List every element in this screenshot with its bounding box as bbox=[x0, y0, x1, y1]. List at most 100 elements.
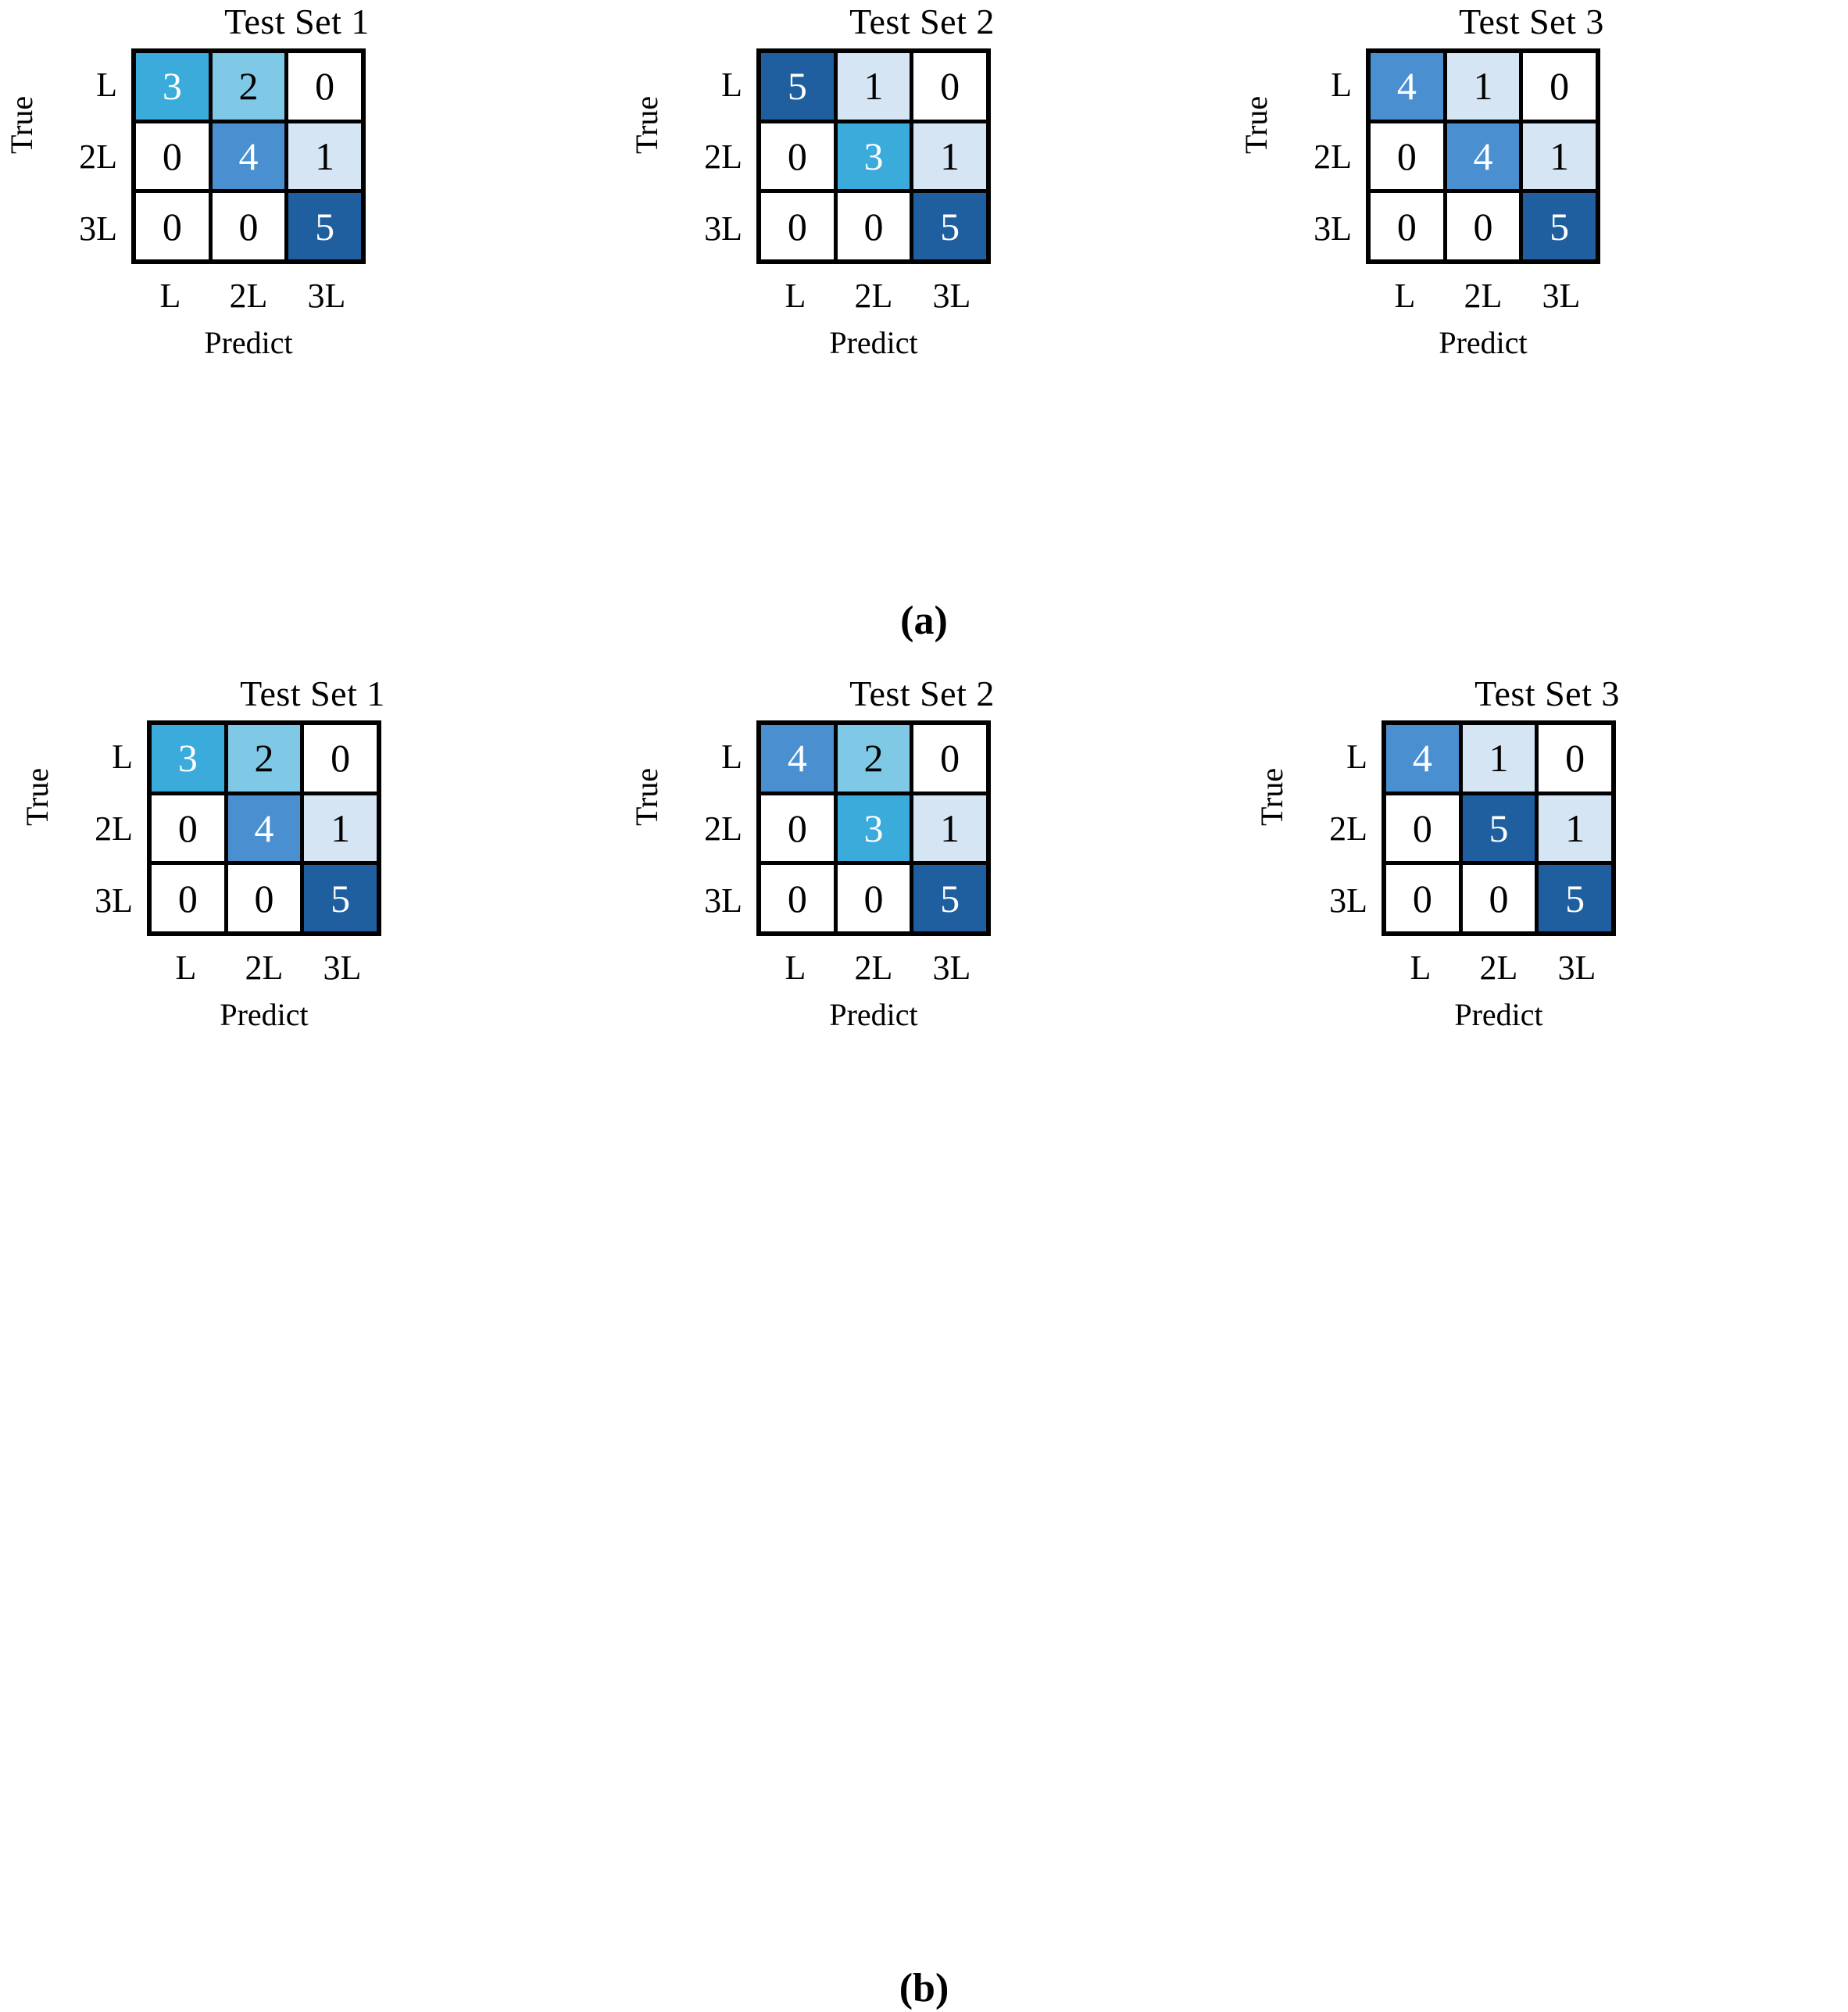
matrix-cell: 2 bbox=[837, 725, 910, 792]
matrix-cell: 5 bbox=[304, 865, 377, 931]
matrix-cell: 0 bbox=[761, 865, 834, 931]
matrix-cell: 5 bbox=[1523, 193, 1596, 259]
x-tick-label: L bbox=[1410, 949, 1432, 987]
matrix-cell: 0 bbox=[1539, 725, 1611, 792]
y-tick-label: L bbox=[96, 65, 117, 104]
matrix-cell: 0 bbox=[1523, 53, 1596, 120]
x-tick-labels: L 2L 3L bbox=[131, 272, 366, 320]
panel-label-b: (b) bbox=[899, 1966, 949, 2010]
x-tick-label: 2L bbox=[1464, 277, 1503, 315]
y-axis-label: True bbox=[20, 767, 55, 826]
y-axis-label: True bbox=[1254, 767, 1289, 826]
x-tick-labels: L 2L 3L bbox=[147, 944, 381, 992]
x-axis-label: Predict bbox=[220, 997, 309, 1032]
x-tick-labels: L 2L 3L bbox=[1382, 944, 1616, 992]
matrix-cell: 4 bbox=[761, 725, 834, 792]
matrix-title: Test Set 1 bbox=[224, 2, 370, 41]
matrix-cell: 1 bbox=[913, 123, 986, 190]
matrix-cell: 1 bbox=[837, 53, 910, 120]
y-tick-label: 2L bbox=[704, 809, 742, 848]
y-tick-label: 3L bbox=[79, 209, 117, 248]
y-tick-labels: L 2L 3L bbox=[45, 48, 131, 264]
y-tick-label: L bbox=[1346, 737, 1367, 776]
matrix-cell: 3 bbox=[136, 53, 209, 120]
matrix-cell: 0 bbox=[212, 193, 285, 259]
y-tick-label: 3L bbox=[704, 209, 742, 248]
matrix-cell: 1 bbox=[1462, 725, 1535, 792]
x-tick-label: 3L bbox=[1557, 949, 1596, 987]
x-tick-label: L bbox=[785, 277, 806, 315]
matrix-cell: 0 bbox=[304, 725, 377, 792]
matrix-cell: 4 bbox=[1386, 725, 1459, 792]
matrix-cell: 0 bbox=[913, 725, 986, 792]
x-tick-label: L bbox=[785, 949, 806, 987]
x-tick-label: 3L bbox=[1542, 277, 1581, 315]
matrix-cell: 1 bbox=[1446, 53, 1520, 120]
y-tick-label: 2L bbox=[1329, 809, 1367, 848]
y-tick-labels: L 2L 3L bbox=[1280, 48, 1366, 264]
matrix-cell: 5 bbox=[913, 865, 986, 931]
y-tick-label: 2L bbox=[79, 137, 117, 176]
x-axis-label: Predict bbox=[1439, 325, 1528, 360]
matrix-cell: 5 bbox=[1462, 795, 1535, 862]
matrix-cell: 5 bbox=[913, 193, 986, 259]
matrix-title: Test Set 2 bbox=[849, 2, 995, 41]
matrix-cell: 1 bbox=[913, 795, 986, 862]
x-tick-labels: L 2L 3L bbox=[756, 944, 991, 992]
matrix-title: Test Set 3 bbox=[1474, 674, 1620, 713]
matrix-cell: 0 bbox=[761, 193, 834, 259]
y-tick-label: 3L bbox=[95, 881, 133, 920]
matrix-cell: 0 bbox=[136, 193, 209, 259]
matrix-cell: 0 bbox=[1386, 795, 1459, 862]
matrix-cell: 4 bbox=[212, 123, 285, 190]
matrix-cell: 5 bbox=[761, 53, 834, 120]
matrix-cell: 4 bbox=[1371, 53, 1443, 120]
matrix-cell: 1 bbox=[304, 795, 377, 862]
y-tick-label: 3L bbox=[1314, 209, 1352, 248]
x-axis-label: Predict bbox=[1454, 997, 1543, 1032]
matrix-cell: 1 bbox=[1523, 123, 1596, 190]
matrix-cell: 1 bbox=[288, 123, 361, 190]
y-tick-label: L bbox=[721, 737, 742, 776]
y-tick-labels: L 2L 3L bbox=[670, 48, 756, 264]
x-tick-label: 2L bbox=[854, 277, 893, 315]
matrix-cell: 0 bbox=[227, 865, 301, 931]
matrix-cell: 0 bbox=[1386, 865, 1459, 931]
x-tick-labels: L 2L 3L bbox=[1366, 272, 1600, 320]
matrix-cell: 4 bbox=[227, 795, 301, 862]
panel-label-a: (a) bbox=[900, 599, 948, 643]
matrix-cell: 0 bbox=[136, 123, 209, 190]
matrix-cell: 0 bbox=[913, 53, 986, 120]
y-axis-label: True bbox=[1239, 95, 1274, 154]
matrix-title: Test Set 3 bbox=[1459, 2, 1604, 41]
y-tick-label: L bbox=[721, 65, 742, 104]
x-tick-label: 2L bbox=[1479, 949, 1518, 987]
y-tick-label: 2L bbox=[1314, 137, 1352, 176]
matrix-cell: 5 bbox=[288, 193, 361, 259]
matrix-cell: 0 bbox=[1446, 193, 1520, 259]
x-tick-labels: L 2L 3L bbox=[756, 272, 991, 320]
y-tick-labels: L 2L 3L bbox=[1296, 720, 1382, 936]
y-axis-label: True bbox=[4, 95, 39, 154]
matrix-title: Test Set 1 bbox=[240, 674, 385, 713]
matrix-cell: 3 bbox=[152, 725, 224, 792]
y-tick-labels: L 2L 3L bbox=[61, 720, 147, 936]
matrix-cell: 2 bbox=[212, 53, 285, 120]
matrix-cell: 1 bbox=[1539, 795, 1611, 862]
